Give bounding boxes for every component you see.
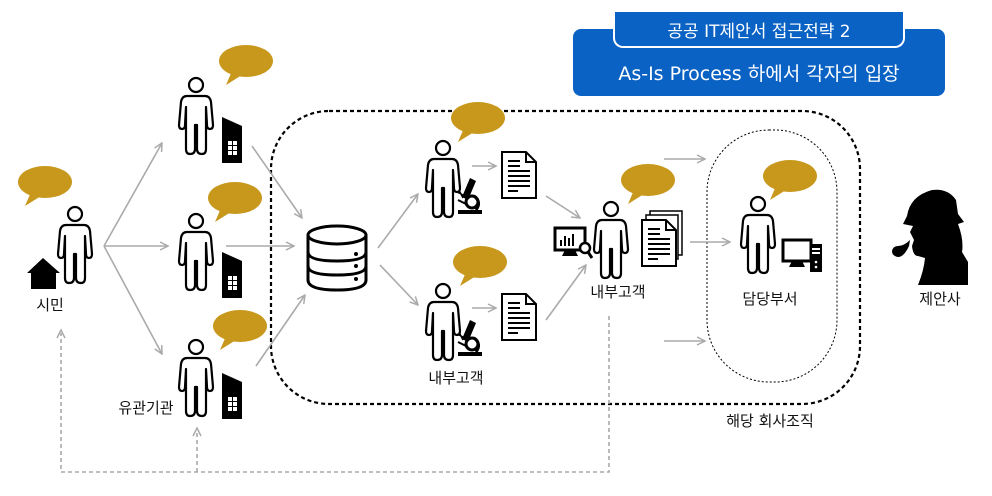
feedback-arrowhead-agency xyxy=(192,426,202,437)
document-icon xyxy=(501,151,537,199)
agency-bottom-actor xyxy=(177,310,267,419)
speech-bubble-icon xyxy=(213,310,267,350)
arrow-doc-top-to-analyst xyxy=(545,195,580,218)
proposer-label: 제안사 xyxy=(919,290,961,308)
title-line-1: 공공 IT제안서 접근전략 2 xyxy=(667,22,851,42)
building-icon xyxy=(222,373,242,419)
arrow-db-to-internal-bottom xyxy=(379,264,418,305)
feedback-arrowhead-citizen xyxy=(56,328,66,339)
monitor-chart-icon xyxy=(553,226,594,259)
internal-top-actor xyxy=(424,102,537,219)
building-icon xyxy=(222,252,242,298)
internal-bottom-label: 내부고객 xyxy=(428,369,483,387)
document-icon xyxy=(501,293,537,341)
arrow-agency-top-to-db xyxy=(251,145,302,218)
title-line-2: As-Is Process 하에서 각자의 입장 xyxy=(618,63,900,85)
agency-mid-actor xyxy=(177,182,262,298)
speech-bubble-icon xyxy=(453,246,507,286)
agency-top-actor xyxy=(177,45,273,163)
citizen-label: 시민 xyxy=(36,296,64,314)
arrow-doc-bottom-to-analyst xyxy=(545,265,586,321)
person-icon xyxy=(56,205,94,285)
person-icon xyxy=(177,212,215,292)
person-icon xyxy=(739,195,777,275)
speech-bubble-icon xyxy=(208,182,262,222)
speech-bubble-icon xyxy=(219,45,273,85)
speech-bubble-icon xyxy=(763,160,817,200)
title-banner: 공공 IT제안서 접근전략 2 As-Is Process 하에서 각자의 입장 xyxy=(573,12,945,96)
internal-bottom-actor xyxy=(424,246,537,362)
person-icon xyxy=(592,200,630,280)
speech-bubble-icon xyxy=(621,164,675,204)
organization-label: 해당 회사조직 xyxy=(726,412,814,430)
organization-boundary xyxy=(269,109,862,406)
internal-analyst-actor xyxy=(553,164,683,280)
department-actor xyxy=(739,160,822,275)
person-icon xyxy=(424,139,462,219)
department-label: 담당부서 xyxy=(742,290,797,308)
speech-bubble-icon xyxy=(18,166,72,206)
citizen-actor xyxy=(18,166,94,289)
person-icon xyxy=(177,338,215,418)
title-banner-tab xyxy=(613,12,905,48)
detective-silhouette-icon xyxy=(892,189,968,285)
arrow-agency-bottom-to-db xyxy=(255,295,305,367)
documents-stack-icon xyxy=(641,210,683,267)
arrow-citizen-to-agency-bottom xyxy=(103,245,162,354)
database-icon xyxy=(306,224,368,292)
microscope-icon xyxy=(455,176,484,216)
arrow-citizen-to-agency-top xyxy=(103,143,162,247)
house-icon xyxy=(27,258,60,289)
internal-analyst-label: 내부고객 xyxy=(590,283,645,301)
speech-bubble-icon xyxy=(451,102,505,142)
person-icon xyxy=(177,76,215,156)
computer-icon xyxy=(781,238,822,272)
person-icon xyxy=(424,282,462,362)
arrows xyxy=(103,143,730,367)
feedback-loop xyxy=(60,316,610,473)
agency-bottom-label: 유관기관 xyxy=(118,399,173,417)
arrow-db-to-internal-top xyxy=(377,194,418,249)
microscope-icon xyxy=(455,318,484,358)
building-icon xyxy=(222,117,242,163)
